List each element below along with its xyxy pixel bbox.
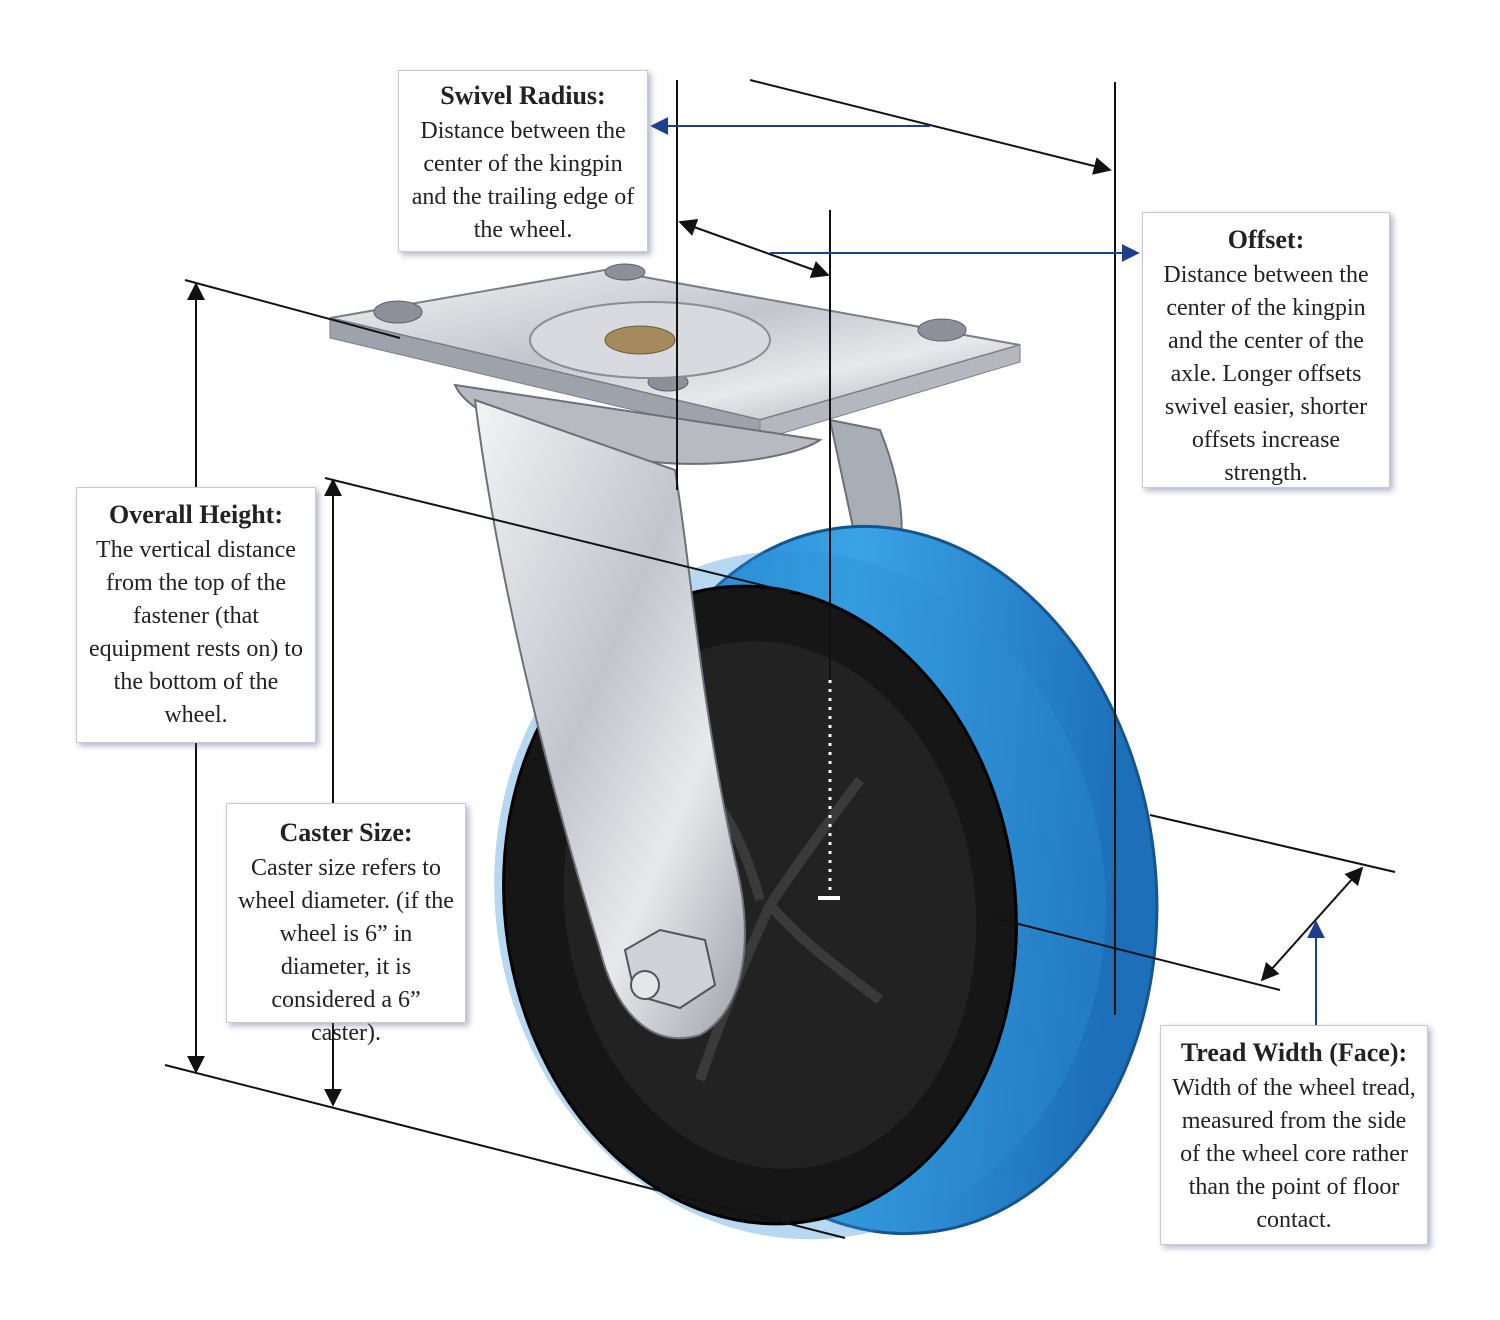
overall-height-title: Overall Height: — [108, 500, 283, 529]
swivel-radius-callout: Swivel Radius: Distance between the cent… — [398, 70, 648, 252]
overall-height-description: The vertical distance from the top of th… — [89, 537, 303, 728]
fork-front-leg — [473, 398, 746, 1040]
offset-callout: Offset: Distance between the center of t… — [1142, 212, 1390, 488]
caster-illustration — [329, 263, 1159, 1240]
offset-title: Offset: — [1227, 225, 1305, 254]
caster-size-description: Caster size refers to wheel diameter. (i… — [238, 855, 454, 1046]
swivel-radius-description: Distance between the center of the kingp… — [411, 118, 635, 243]
bolt-hole — [917, 318, 967, 342]
tread-width-callout: Tread Width (Face): Width of the wheel t… — [1160, 1025, 1428, 1245]
tread-width-arrow — [1260, 866, 1364, 982]
tread-width-title: Tread Width (Face): — [1180, 1038, 1408, 1067]
tread-width-line-top — [1149, 814, 1396, 873]
kingpin — [604, 325, 676, 355]
overall-height-callout: Overall Height: The vertical distance fr… — [76, 487, 316, 743]
caster-size-title: Caster Size: — [279, 818, 413, 847]
caster-size-top-line — [324, 477, 791, 593]
offset-description: Distance between the center of the kingp… — [1163, 262, 1369, 486]
overall-height-top-line — [184, 279, 401, 339]
overall-height-bottom-line — [164, 1064, 846, 1239]
offset-arrow — [678, 218, 830, 279]
bolt-hole — [604, 263, 646, 281]
caster-size-callout: Caster Size: Caster size refers to wheel… — [226, 803, 466, 1046]
tread-width-description: Width of the wheel tread, measured from … — [1172, 1075, 1416, 1233]
axle-bolt — [630, 970, 660, 1000]
bolt-hole — [373, 300, 423, 324]
swivel-radius-title: Swivel Radius: — [440, 81, 606, 110]
tread-width-line-bottom — [994, 917, 1281, 991]
